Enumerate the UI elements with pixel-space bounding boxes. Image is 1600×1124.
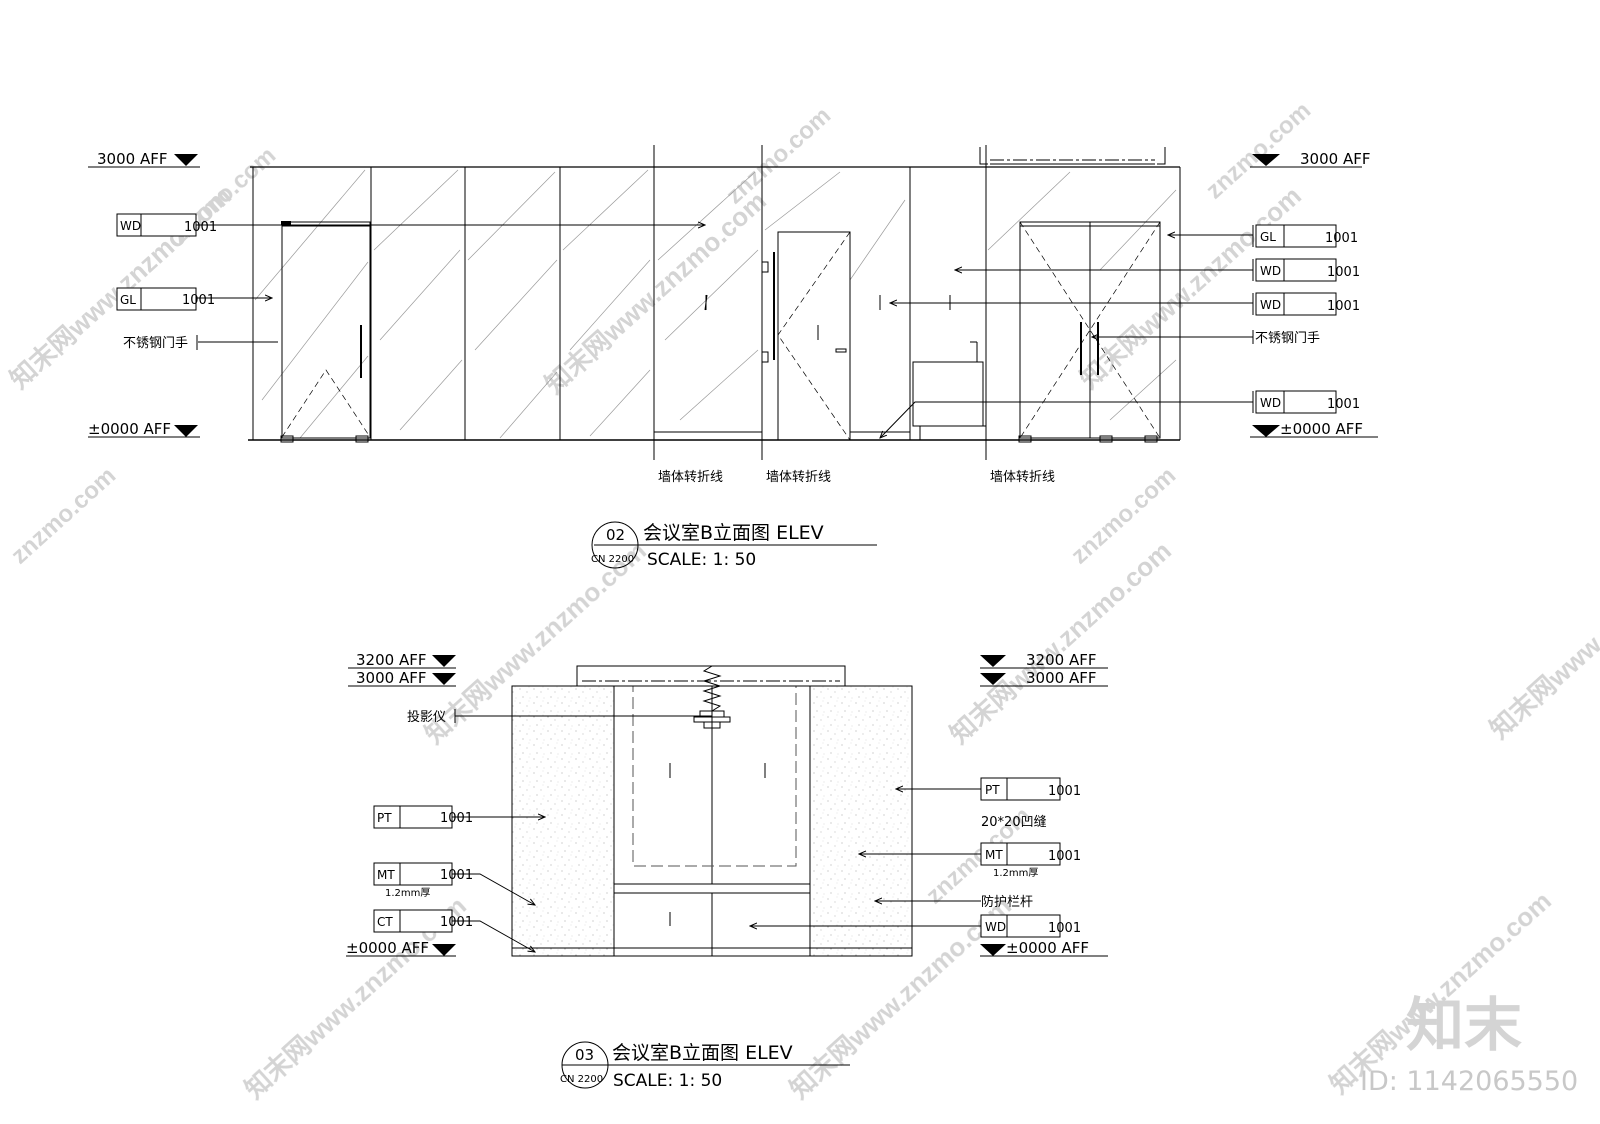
note-thickness: 1.2mm厚 <box>993 867 1038 879</box>
brand-logo: 知末 <box>1406 991 1522 1059</box>
elev03-level-markers: 3200 AFF 3000 AFF 3200 AFF 3000 AFF ±000… <box>346 651 1108 957</box>
material-tag: WD 1001 <box>980 914 1081 938</box>
svg-text:CT: CT <box>377 915 393 929</box>
svg-text:WD: WD <box>985 920 1006 934</box>
material-tag: WD 1001 <box>1252 390 1360 414</box>
svg-text:MT: MT <box>377 868 395 882</box>
note-handle: 不锈钢门手 <box>123 336 188 351</box>
elev02-level-markers: 3000 AFF ±0000 AFF 3000 AFF ±0000 AFF <box>88 150 1378 438</box>
note-projector: 投影仪 <box>407 709 446 725</box>
svg-text:GL: GL <box>120 293 136 307</box>
svg-text:GL: GL <box>1260 230 1276 244</box>
level-label: 3200 AFF <box>1026 651 1096 669</box>
level-label: ±0000 AFF <box>88 420 171 438</box>
elev03-leaders <box>452 709 981 952</box>
watermark-layer: znzmo.com znzmo.com znzmo.com znzmo.com … <box>4 97 1600 1105</box>
elev02-title: 02 CN 2200 会议室B立面图 ELEV SCALE: 1: 50 <box>591 521 877 570</box>
watermark-text: 知末网www.znzmo.com <box>1074 180 1307 394</box>
level-label: 3000 AFF <box>1300 150 1370 168</box>
svg-text:MT: MT <box>985 848 1003 862</box>
elevation-03 <box>511 665 913 957</box>
note-thickness: 1.2mm厚 <box>385 887 430 899</box>
watermark-text: znzmo.com <box>6 462 121 570</box>
watermark-text: 知末网www.znzmo.com <box>4 180 237 394</box>
material-tag: GL 1001 <box>116 287 215 311</box>
svg-text:1001: 1001 <box>1327 265 1360 280</box>
watermark-text: znzmo.com <box>1201 97 1316 205</box>
material-tag: WD 1001 <box>1252 258 1360 282</box>
svg-text:1001: 1001 <box>440 811 473 826</box>
note-wall-turn: 墙体转折线 <box>658 470 723 485</box>
svg-text:1001: 1001 <box>1327 397 1360 412</box>
level-label: 3200 AFF <box>356 651 426 669</box>
sheet-number: CN 2200 <box>591 554 634 565</box>
svg-text:1001: 1001 <box>1048 784 1081 799</box>
note-groove: 20*20凹缝 <box>981 815 1047 830</box>
elev02-leaders <box>196 225 1253 438</box>
svg-text:PT: PT <box>985 783 1000 797</box>
svg-text:1001: 1001 <box>1048 921 1081 936</box>
svg-text:WD: WD <box>1260 264 1281 278</box>
level-label: 3000 AFF <box>356 669 426 687</box>
svg-text:1001: 1001 <box>440 915 473 930</box>
brand-id: ID: 1142065550 <box>1360 1066 1578 1097</box>
level-label: 3000 AFF <box>97 150 167 168</box>
svg-text:1001: 1001 <box>184 220 217 235</box>
svg-text:1001: 1001 <box>182 293 215 308</box>
brand-mark: 知末 ID: 1142065550 <box>1360 991 1578 1097</box>
drawing-number: 02 <box>606 526 625 544</box>
elev03-title: 03 CN 2200 会议室B立面图 ELEV SCALE: 1: 50 <box>560 1041 850 1091</box>
svg-text:PT: PT <box>377 811 392 825</box>
svg-text:WD: WD <box>1260 396 1281 410</box>
sheet-number: CN 2200 <box>560 1074 603 1085</box>
level-label: ±0000 AFF <box>1280 420 1363 438</box>
note-handle: 不锈钢门手 <box>1255 331 1320 346</box>
elev02-notes: 不锈钢门手 不锈钢门手 墙体转折线 墙体转折线 墙体转折线 <box>123 330 1320 485</box>
material-tag: CT 1001 <box>373 909 473 933</box>
material-tag: MT 1001 <box>980 842 1081 866</box>
elev03-tags: PT 1001 MT 1001 CT 1001 PT 1001 MT 1001 WD 100… <box>373 777 1081 938</box>
material-tag: WD 1001 <box>1252 292 1360 316</box>
elev03-notes: 投影仪 1.2mm厚 1.2mm厚 20*20凹缝 防护栏杆 <box>385 709 1047 910</box>
level-label: ±0000 AFF <box>1006 939 1089 957</box>
svg-text:1001: 1001 <box>440 868 473 883</box>
level-label: 3000 AFF <box>1026 669 1096 687</box>
svg-text:WD: WD <box>120 219 141 233</box>
material-tag: WD 1001 <box>116 213 217 237</box>
watermark-text: 知末网www.znzmo.com <box>944 535 1177 749</box>
note-wall-turn: 墙体转折线 <box>766 470 831 485</box>
watermark-text: znzmo.com <box>721 102 836 210</box>
material-tag: GL 1001 <box>1252 224 1358 248</box>
drawing-scale: SCALE: 1: 50 <box>647 550 756 570</box>
elev02-tags: WD 1001 GL 1001 GL 1001 WD 1001 WD 1001 WD 100… <box>116 213 1360 414</box>
level-label: ±0000 AFF <box>346 939 429 957</box>
drawing-title: 会议室B立面图 ELEV <box>612 1042 793 1064</box>
note-guardrail: 防护栏杆 <box>981 894 1033 910</box>
material-tag: PT 1001 <box>980 777 1081 801</box>
drawing-title: 会议室B立面图 ELEV <box>643 522 824 544</box>
watermark-text: 知末网www.znzmo.com <box>1484 530 1600 744</box>
note-wall-turn: 墙体转折线 <box>990 470 1055 485</box>
svg-text:1001: 1001 <box>1325 231 1358 246</box>
svg-text:WD: WD <box>1260 298 1281 312</box>
svg-text:1001: 1001 <box>1327 299 1360 314</box>
material-tag: PT 1001 <box>373 805 473 829</box>
svg-text:1001: 1001 <box>1048 849 1081 864</box>
drawing-number: 03 <box>575 1046 594 1064</box>
drawing-scale: SCALE: 1: 50 <box>613 1071 722 1091</box>
watermark-text: 知末网www.znzmo.com <box>539 185 772 399</box>
material-tag: MT 1001 <box>373 862 473 886</box>
